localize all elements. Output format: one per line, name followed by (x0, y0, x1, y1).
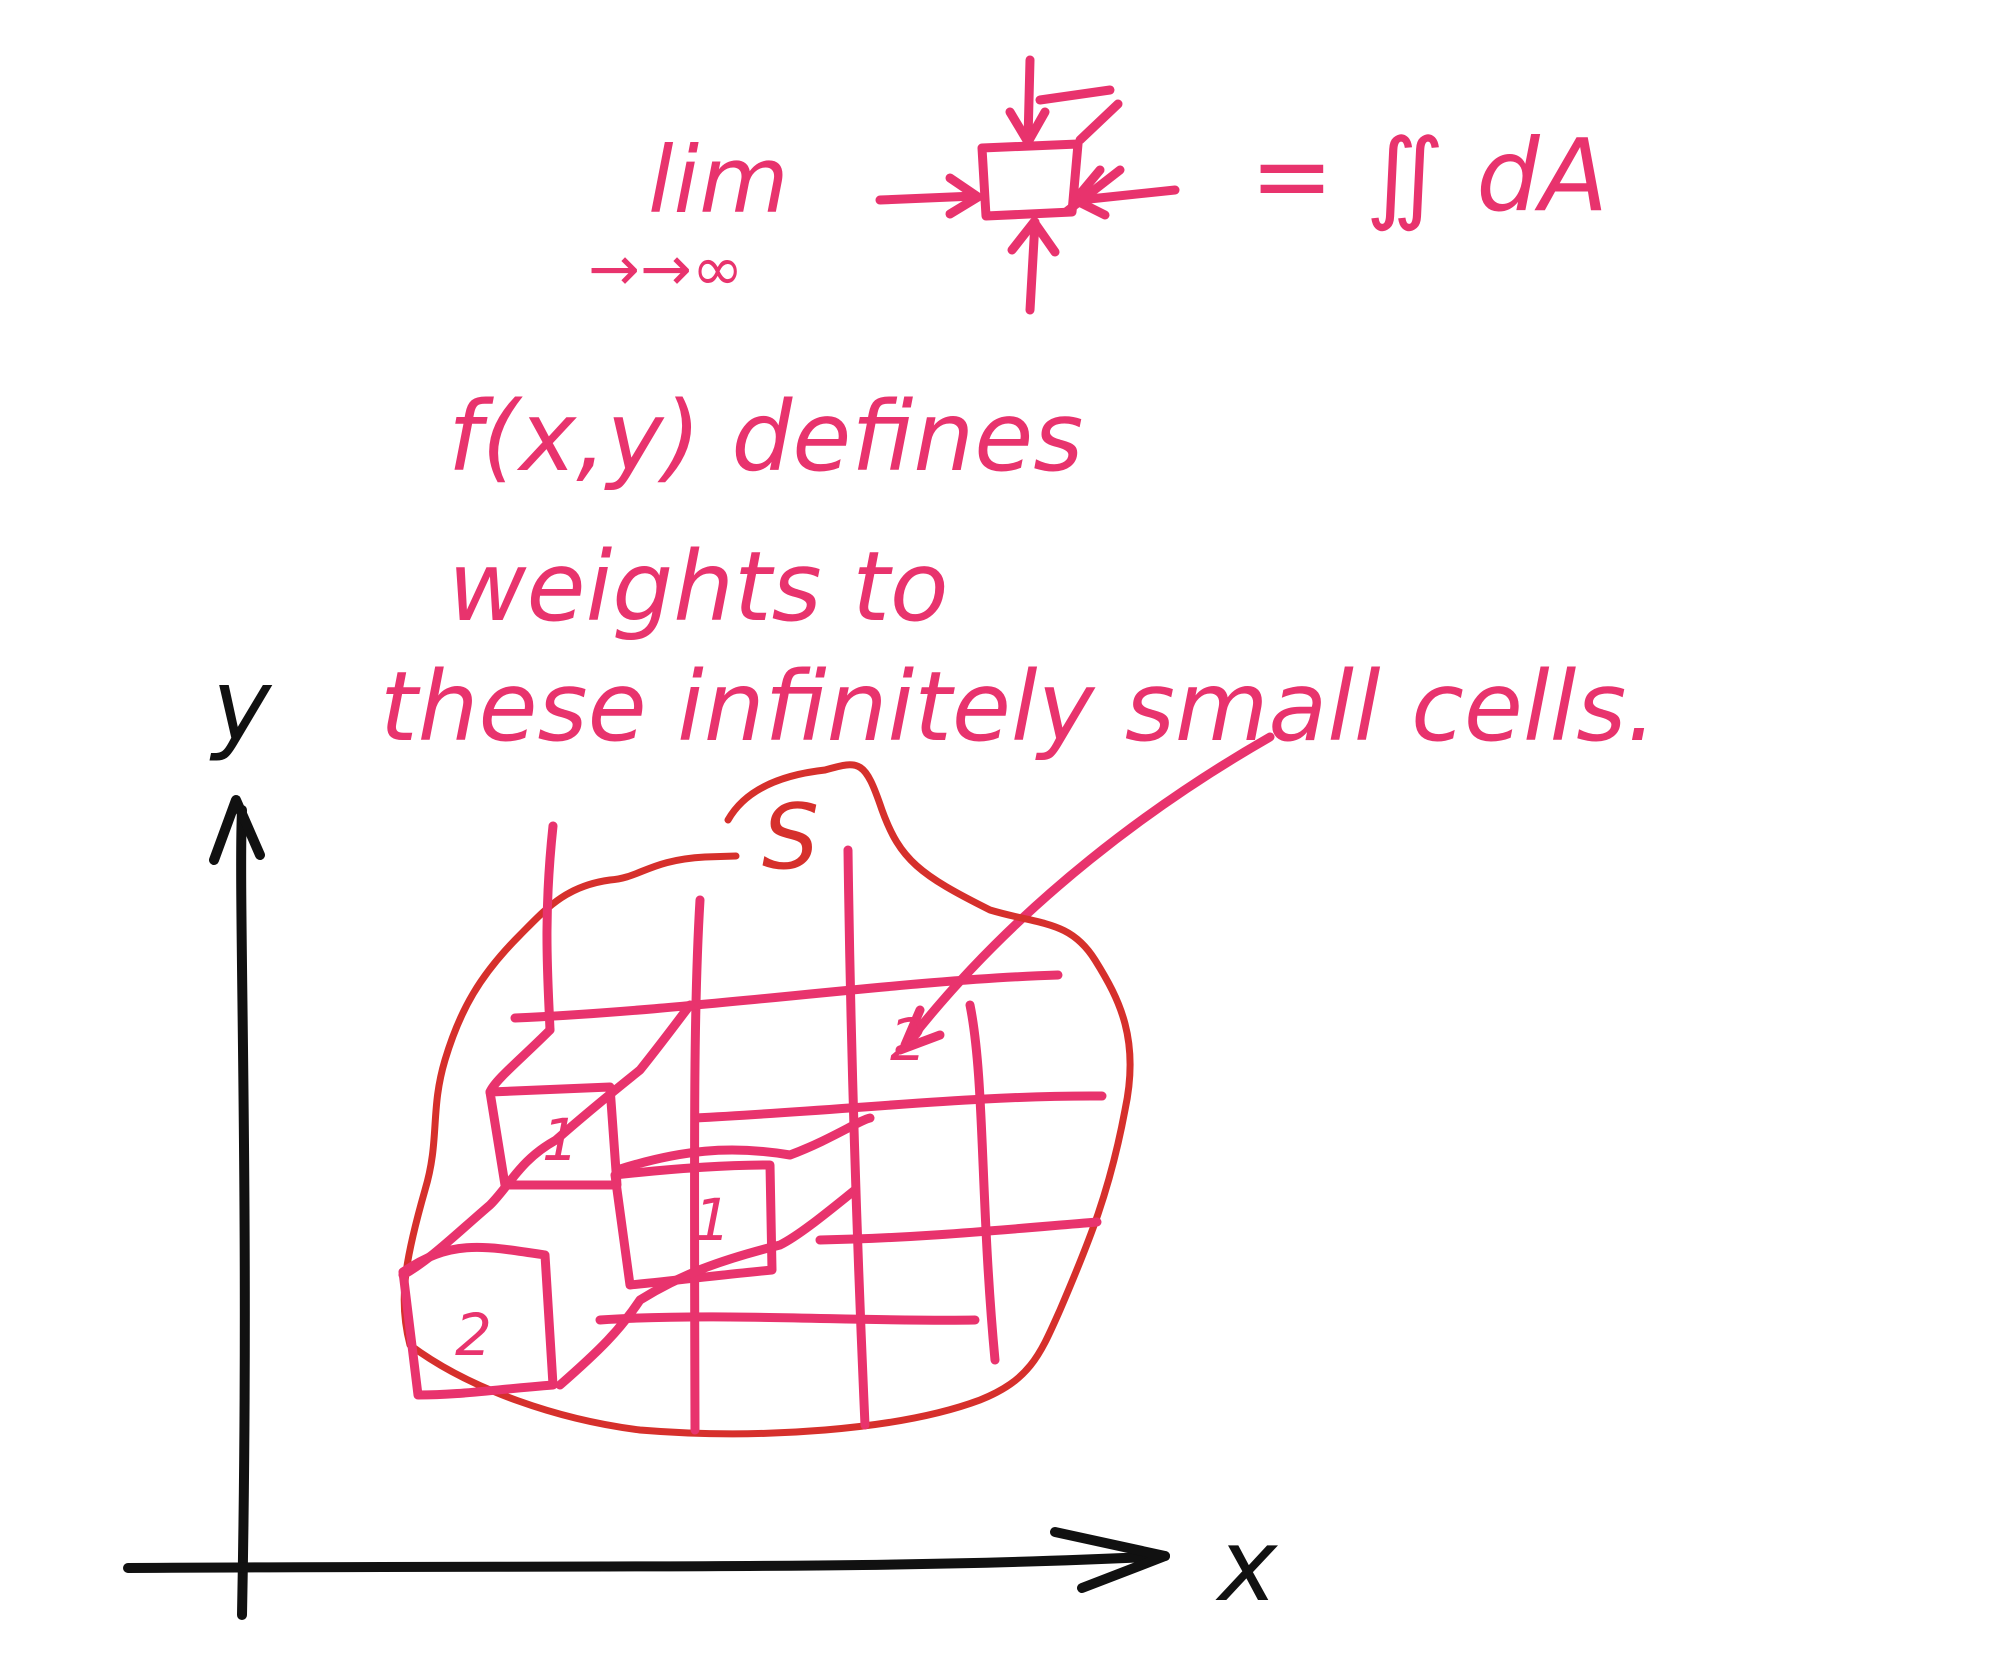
grid-vertical-1 (542, 821, 558, 1035)
annotation-line-1: f(x,y) defines (448, 381, 1083, 493)
lim-subscript: →→∞ (588, 232, 744, 305)
x-axis-line (123, 1551, 1170, 1573)
region-s-outline (400, 761, 1134, 1438)
region-s-label: S (762, 785, 819, 890)
x-axis-label: x (1215, 1507, 1279, 1624)
shrinking-cell-icon (875, 55, 1180, 315)
y-axis-line (236, 805, 250, 1620)
annotation-line-3: these infinitely small cells. (380, 651, 1657, 763)
grid-horizontal-2 (690, 1091, 1107, 1123)
y-axis-arrowhead (209, 795, 265, 865)
weighted-cells (398, 1000, 875, 1400)
cell-weight-1: 1 (542, 1106, 579, 1174)
grid-vertical-3 (843, 845, 870, 1430)
grid-lines (510, 821, 1107, 1435)
grid-vertical-4 (965, 1000, 1000, 1365)
grid-vertical-2 (690, 895, 705, 1435)
coordinate-axes (123, 795, 1170, 1620)
cell-weight-3: 2 (455, 1301, 492, 1369)
lim-word: lim (648, 127, 789, 234)
cell-weight-4: 2 (890, 1006, 927, 1074)
grid-horizontal-1 (510, 970, 1063, 1023)
cell-c (398, 1242, 558, 1400)
y-axis-label: y (209, 647, 273, 764)
annotation-line-2: weights to (448, 531, 949, 643)
grid-horizontal-4 (595, 1312, 980, 1325)
equals-double-integral-dA: = ∬ dA (1250, 117, 1608, 234)
x-axis-arrowhead (1050, 1527, 1170, 1593)
cell-weight-2: 1 (694, 1186, 731, 1254)
grid-horizontal-3 (815, 1217, 1102, 1245)
